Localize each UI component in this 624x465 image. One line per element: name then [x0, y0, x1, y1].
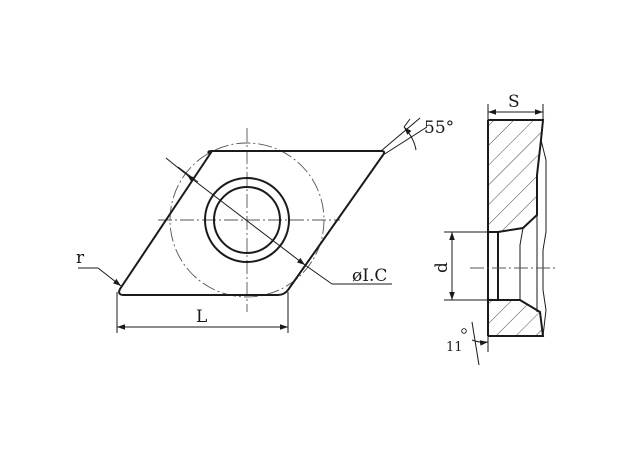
clearance-label: 11 — [446, 340, 463, 355]
hole-chamfer-line — [519, 227, 524, 300]
insert-outline — [118, 150, 386, 296]
front-view: øI.C 55° r L — [76, 117, 454, 333]
ic-dimension-line — [186, 174, 306, 266]
inscribed-circle — [169, 142, 325, 298]
radius-label: r — [76, 248, 85, 268]
flank-curve — [540, 139, 547, 337]
corner-upper-left — [207, 150, 213, 155]
side-view: S d 11 — [432, 92, 556, 366]
section-lower-outline — [488, 299, 545, 337]
clearance-arc — [471, 339, 489, 346]
angle-ext-line-2 — [382, 126, 428, 156]
section-upper-outline — [488, 119, 545, 233]
radius-leader — [97, 267, 122, 287]
angle-arrow-stub — [403, 118, 411, 128]
degree-symbol-icon — [461, 328, 467, 334]
ic-leader-left — [165, 157, 188, 176]
section-hatch-lower — [488, 300, 543, 336]
angle-arc — [403, 126, 417, 151]
clearance-ext-line — [471, 321, 480, 366]
angle-label: 55° — [424, 118, 454, 138]
section-hatch-upper — [488, 120, 543, 232]
ic-leader-right — [304, 264, 333, 285]
ic-label: øI.C — [352, 266, 387, 286]
hole-label: d — [432, 262, 452, 273]
angle-ext-line-1 — [380, 117, 421, 152]
length-label: L — [196, 307, 207, 327]
ic-ext-arrow-left — [177, 166, 199, 183]
thickness-label: S — [508, 92, 520, 112]
